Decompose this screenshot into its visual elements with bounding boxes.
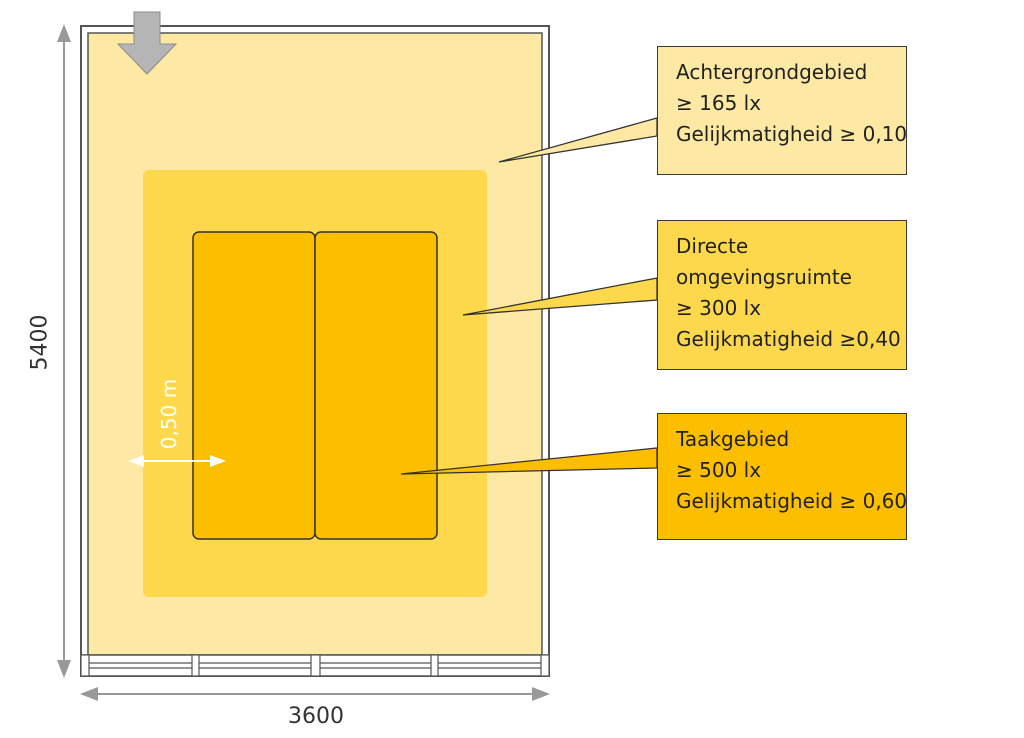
- margin-dimension-line: [128, 455, 226, 467]
- task-zone-label: Taakgebied ≥ 500 lx Gelijkmatigheid ≥ 0,…: [657, 413, 907, 540]
- desk-right: [314, 231, 438, 540]
- window-wall: [80, 654, 550, 677]
- background-zone-illuminance: ≥ 165 lx: [676, 91, 762, 115]
- task-zone-uniformity: Gelijkmatigheid ≥ 0,60: [676, 489, 908, 513]
- height-dimension-label: 5400: [27, 314, 53, 371]
- background-zone-label: Achtergrondgebied ≥ 165 lx Gelijkmatighe…: [657, 46, 907, 175]
- width-dimension-line: [80, 687, 550, 701]
- task-zone-title: Taakgebied: [676, 427, 790, 451]
- task-zone-illuminance: ≥ 500 lx: [676, 458, 762, 482]
- surround-zone-uniformity: Gelijkmatigheid ≥0,40: [676, 327, 901, 351]
- surround-zone-illuminance: ≥ 300 lx: [676, 296, 762, 320]
- background-zone-uniformity: Gelijkmatigheid ≥ 0,10: [676, 122, 908, 146]
- surround-zone-title-line1: Directe: [676, 234, 749, 258]
- surround-zone-label: Directe omgevingsruimte ≥ 300 lx Gelijkm…: [657, 220, 907, 370]
- surround-zone-title-line2: omgevingsruimte: [676, 265, 852, 289]
- height-dimension-line: [57, 24, 71, 678]
- down-arrow-icon: [116, 11, 178, 75]
- desk-left: [192, 231, 316, 540]
- width-dimension-label: 3600: [288, 704, 344, 729]
- margin-dimension-label: 0,50 m: [157, 378, 181, 450]
- background-zone-title: Achtergrondgebied: [676, 60, 868, 84]
